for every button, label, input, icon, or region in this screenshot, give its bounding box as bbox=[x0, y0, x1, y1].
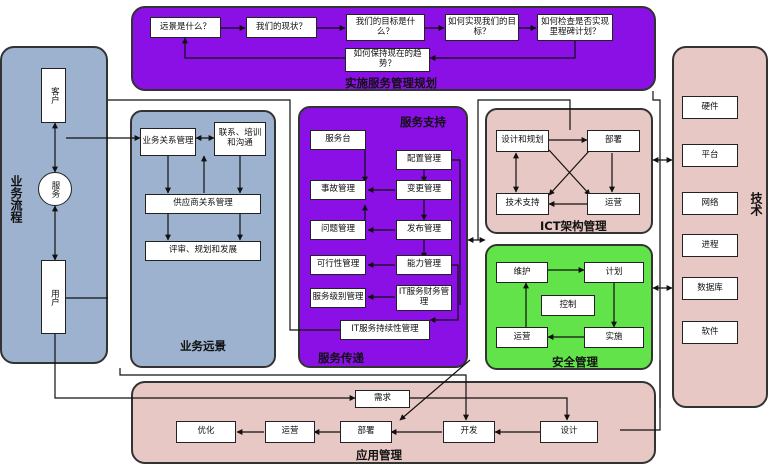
application-title: 应用管理 bbox=[356, 448, 402, 462]
security-title: 安全管理 bbox=[552, 355, 598, 369]
tech-network-box: 网络 bbox=[682, 192, 738, 215]
app-operate-box: 运营 bbox=[265, 421, 315, 443]
plan-box: 计划 bbox=[584, 262, 644, 283]
change-box: 变更管理 bbox=[396, 180, 452, 200]
implement-box: 实施 bbox=[584, 327, 644, 348]
control-box: 控制 bbox=[541, 295, 595, 316]
supplier-relationship-box: 供应商关系管理 bbox=[145, 194, 261, 214]
review-planning-box: 评审、规划和发展 bbox=[145, 241, 261, 261]
app-deploy-box: 部署 bbox=[340, 421, 392, 443]
design-planning-box: 设计和规划 bbox=[496, 130, 549, 152]
problem-box: 问题管理 bbox=[310, 220, 366, 240]
question-vision: 远景是什么？ bbox=[150, 17, 221, 38]
service-label: 服务 bbox=[50, 180, 60, 198]
optimize-box: 优化 bbox=[176, 421, 236, 443]
tech-software-box: 软件 bbox=[682, 321, 738, 344]
question-milestones: 如何检查是否实现里程碑计划？ bbox=[537, 14, 613, 41]
service-ellipse: 服务 bbox=[38, 172, 72, 206]
service-desk-box: 服务台 bbox=[310, 130, 366, 150]
maintain-box: 维护 bbox=[496, 262, 548, 283]
configuration-box: 配置管理 bbox=[396, 150, 452, 170]
question-how-reach: 如何实现我们的目标？ bbox=[445, 14, 519, 41]
liaison-training-box: 联系、培训和沟通 bbox=[214, 122, 266, 156]
tech-platform-box: 平台 bbox=[682, 144, 738, 167]
requirement-box: 需求 bbox=[355, 390, 410, 408]
availability-box: 可行性管理 bbox=[310, 255, 366, 275]
app-design-box: 设计 bbox=[540, 421, 598, 443]
capacity-box: 能力管理 bbox=[396, 255, 452, 275]
it-finance-box: IT服务财务管理 bbox=[396, 285, 452, 311]
ict-title: ICT架构管理 bbox=[540, 219, 607, 233]
tech-hardware-box: 硬件 bbox=[682, 96, 738, 119]
tech-support-box: 技术支持 bbox=[496, 193, 549, 215]
ict-operations-box: 运营 bbox=[587, 193, 640, 215]
release-box: 发布管理 bbox=[396, 220, 452, 240]
technology-title: 技术 bbox=[749, 192, 763, 216]
ict-deploy-box: 部署 bbox=[587, 130, 640, 152]
customer-box: 客户 bbox=[41, 68, 66, 123]
tech-process-box: 进程 bbox=[682, 234, 738, 257]
business-process-title: 业务流程 bbox=[9, 175, 23, 223]
incident-box: 事故管理 bbox=[310, 180, 366, 200]
tech-database-box: 数据库 bbox=[682, 277, 738, 300]
question-current-state: 我们的现状？ bbox=[246, 17, 317, 38]
user-box: 用户 bbox=[41, 260, 66, 334]
service-delivery-title: 服务传递 bbox=[318, 351, 364, 365]
it-continuity-box: IT服务持续性管理 bbox=[340, 320, 430, 340]
business-relationship-box: 业务关系管理 bbox=[140, 128, 196, 156]
service-level-box: 服务级别管理 bbox=[310, 288, 366, 308]
develop-box: 开发 bbox=[443, 421, 495, 443]
service-support-title: 服务支持 bbox=[400, 115, 446, 129]
question-sustain: 如何保持现在的趋势？ bbox=[345, 48, 430, 72]
question-target: 我们的目标是什么？ bbox=[346, 14, 425, 41]
security-operate-box: 运营 bbox=[496, 327, 548, 348]
planning-title: 实施服务管理规划 bbox=[345, 76, 437, 90]
business-perspective-title: 业务远景 bbox=[180, 339, 226, 353]
